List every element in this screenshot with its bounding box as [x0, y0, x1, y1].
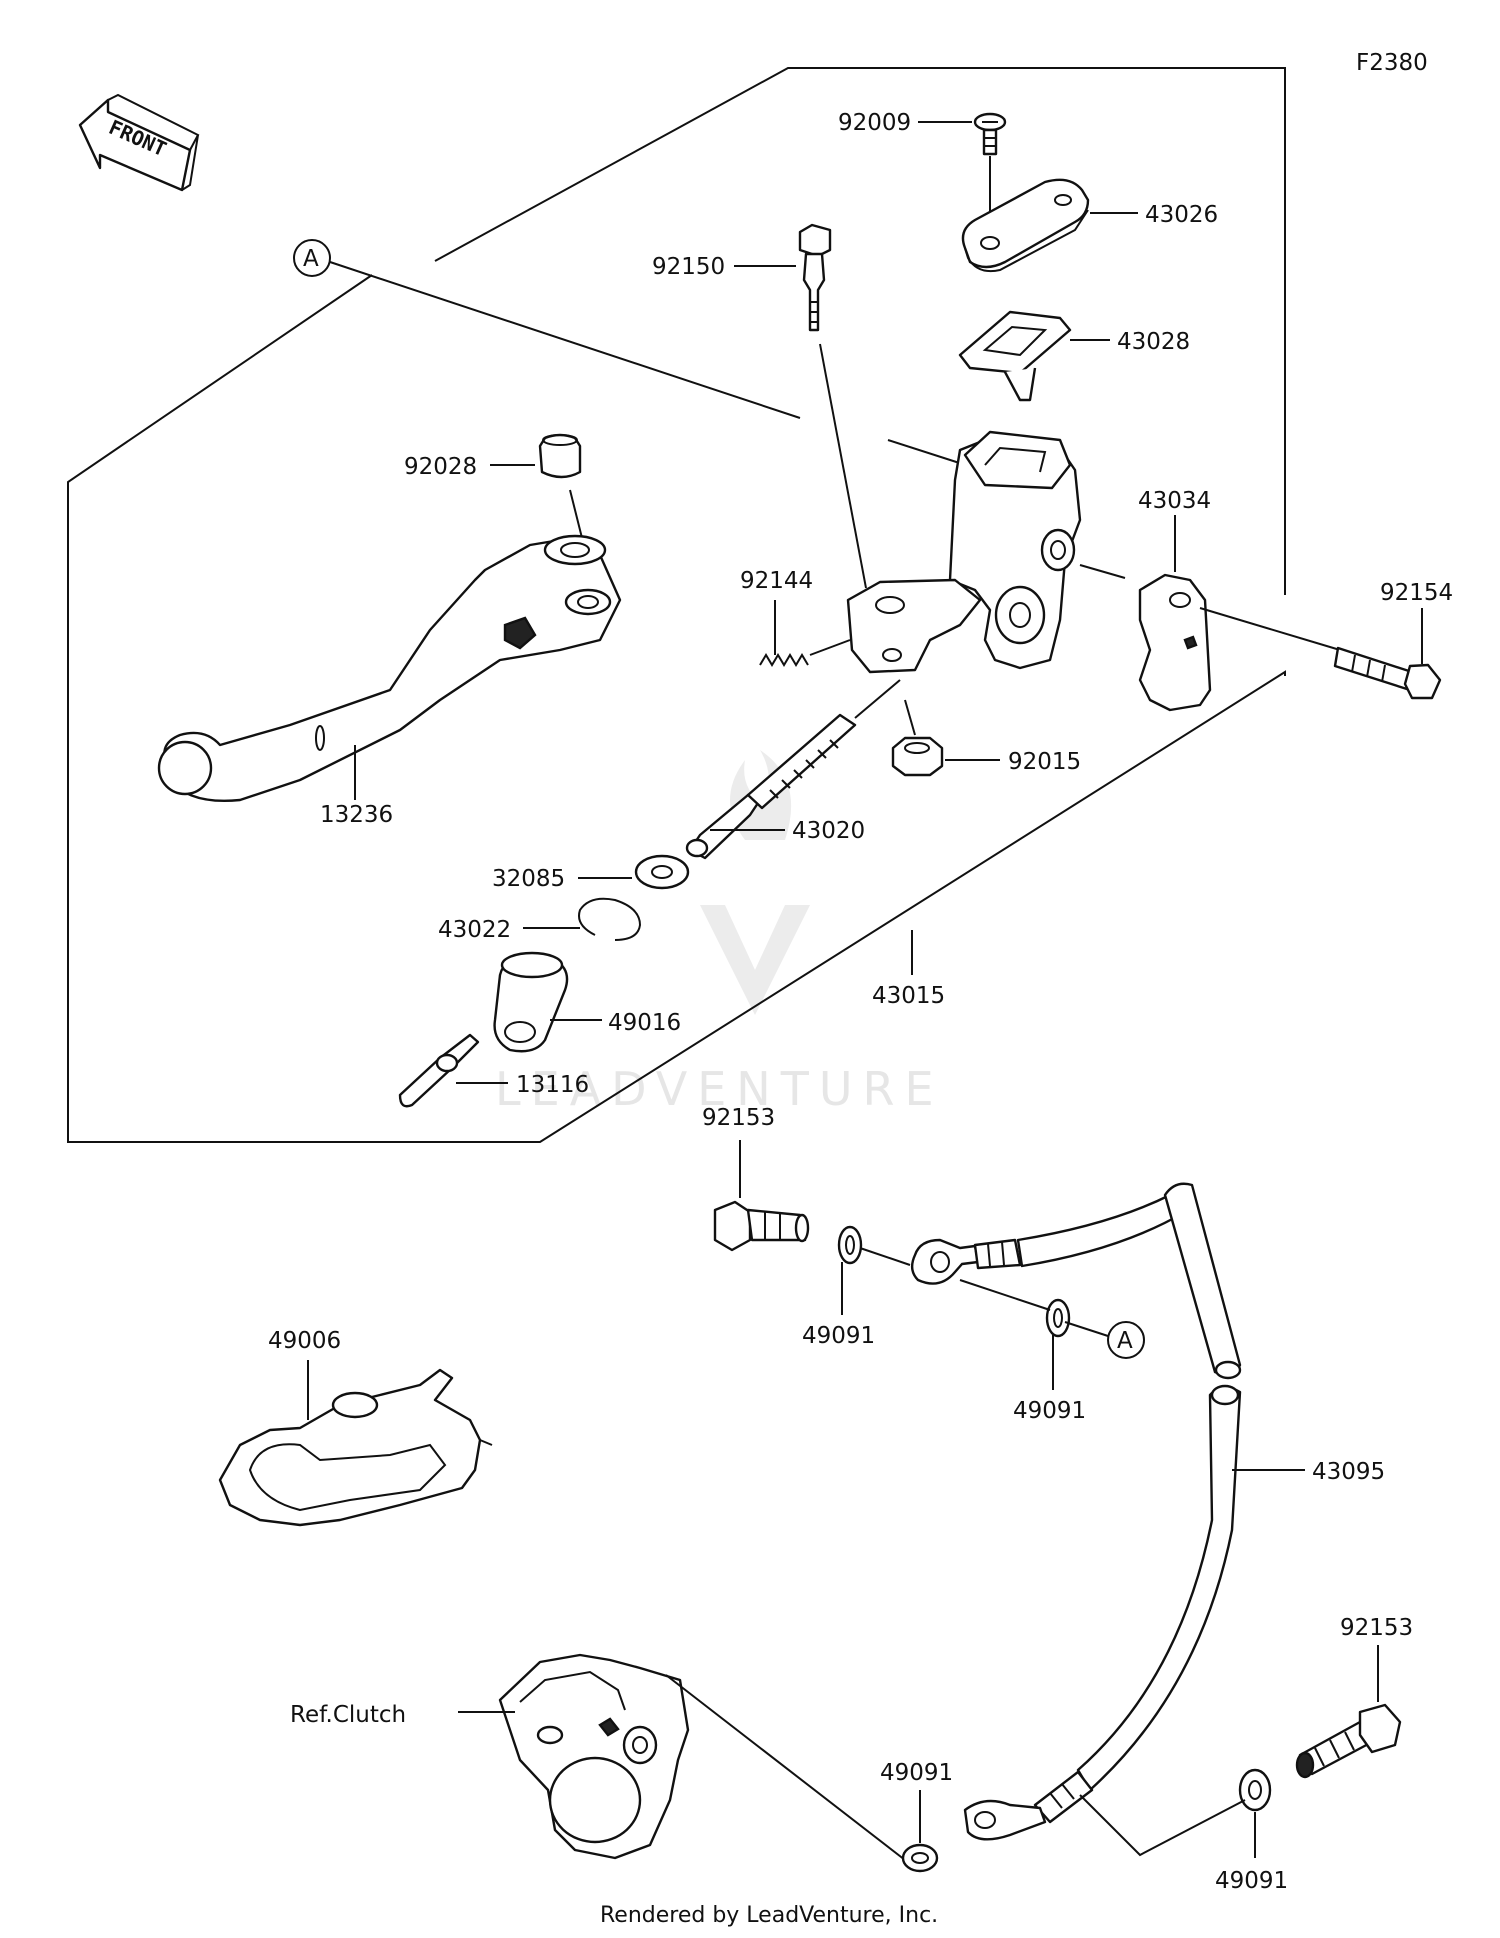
bolt-92154: 92154 [1333, 580, 1453, 700]
label-32085: 32085 [492, 866, 565, 892]
figure-id: F2380 [1356, 50, 1428, 76]
label-49091-c: 49091 [880, 1760, 953, 1786]
reservoir-cap-43026: 43026 [961, 178, 1218, 273]
label-92028: 92028 [404, 454, 477, 480]
assembly-43015-leader: 43015 [872, 930, 945, 1009]
bolt-92150: 92150 [652, 223, 867, 589]
label-49006: 49006 [268, 1328, 341, 1354]
label-92009: 92009 [838, 110, 911, 136]
callout-a-lower-label: A [1117, 1328, 1133, 1354]
pin-13116: 13116 [398, 1033, 589, 1108]
watermark-text: LEADVENTURE [495, 1062, 944, 1116]
label-92153-lower: 92153 [1340, 1615, 1413, 1641]
label-43020: 43020 [792, 818, 865, 844]
clutch-slave-cylinder: Ref.Clutch [290, 1653, 906, 1861]
callout-a-lower: A [1107, 1321, 1145, 1359]
label-49091-b: 49091 [1013, 1398, 1086, 1424]
washer-49091-b: 49091 [959, 1279, 1109, 1424]
washer-49091-a: 49091 [802, 1225, 911, 1349]
clutch-lever-13236: 13236 [157, 534, 622, 828]
label-13116: 13116 [516, 1072, 589, 1098]
label-92144: 92144 [740, 568, 813, 594]
push-rod-43020: 43020 [685, 679, 901, 860]
clamp-43034: 43034 [1138, 488, 1341, 712]
cover-49006: 49006 [218, 1328, 493, 1527]
label-49016: 49016 [608, 1010, 681, 1036]
label-92154: 92154 [1380, 580, 1453, 606]
washer-49091-c: 49091 [880, 1760, 953, 1873]
hose-43095: 43095 [910, 1182, 1385, 1841]
washer-49091-d: 49091 [1079, 1768, 1288, 1894]
label-43034: 43034 [1138, 488, 1211, 514]
label-92150: 92150 [652, 254, 725, 280]
pivot-collar-92028: 92028 [404, 433, 591, 571]
label-49091-d: 49091 [1215, 1868, 1288, 1894]
label-43026: 43026 [1145, 202, 1218, 228]
diaphragm-43028: 43028 [958, 310, 1190, 402]
spring-92144: 92144 [740, 568, 851, 667]
label-92015: 92015 [1008, 749, 1081, 775]
banjo-bolt-92153-upper: 92153 [702, 1105, 810, 1252]
screw-92009: 92009 [838, 110, 1007, 238]
assembly-outline [67, 67, 1286, 1143]
banjo-bolt-92153-lower: 92153 [1295, 1615, 1413, 1779]
snap-ring-43022: 43022 [438, 897, 642, 943]
label-43095: 43095 [1312, 1459, 1385, 1485]
label-92153-upper: 92153 [702, 1105, 775, 1131]
callout-a-top-label: A [303, 246, 319, 272]
label-ref-clutch: Ref.Clutch [290, 1702, 406, 1728]
footer-credit: Rendered by LeadVenture, Inc. [600, 1903, 938, 1928]
label-43028: 43028 [1117, 329, 1190, 355]
nut-92015: 92015 [891, 699, 1081, 777]
boot-49016: 49016 [493, 951, 681, 1053]
master-cylinder-body [846, 430, 1126, 674]
label-49091-a: 49091 [802, 1323, 875, 1349]
watermark: LEADVENTURE [495, 750, 944, 1116]
front-arrow-icon: FRONT [78, 93, 200, 192]
label-43015: 43015 [872, 983, 945, 1009]
label-43022: 43022 [438, 917, 511, 943]
washer-32085: 32085 [492, 854, 690, 892]
callout-a-top: A [293, 239, 976, 469]
label-13236: 13236 [320, 802, 393, 828]
